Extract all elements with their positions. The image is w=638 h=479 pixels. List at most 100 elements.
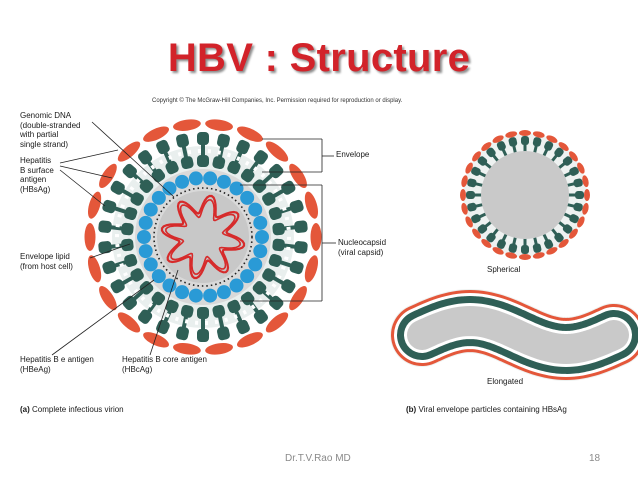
envelope-protein-head [102, 199, 117, 214]
envelope-protein-base [212, 156, 226, 170]
hbsag-surface-protein [143, 332, 169, 348]
envelope-protein [110, 180, 144, 206]
spherical-protein-head [569, 166, 579, 176]
envelope-protein-base [268, 206, 282, 221]
spherical-hbsag [461, 202, 468, 215]
envelope-protein-head [197, 329, 209, 342]
genomic-dna-strand-outer [160, 194, 246, 280]
footer-author: Dr.T.V.Rao MD [285, 453, 351, 464]
envelope-protein-stalk [181, 144, 189, 160]
envelope-protein-head [98, 220, 112, 233]
envelope-protein-head [197, 132, 209, 145]
hbcag-capsid-subunit [216, 174, 231, 189]
spherical-envelope-protein [505, 131, 518, 155]
hbsag-surface-protein [117, 312, 141, 333]
envelope-protein [122, 281, 154, 311]
label-hbeag: Hepatitis B e antigen (HBeAg) [20, 355, 94, 374]
elongated-interior [407, 305, 629, 365]
envelope-protein [212, 133, 230, 170]
envelope-protein-stalk [271, 275, 286, 286]
spherical-envelope-protein [461, 175, 485, 188]
hbcag-capsid-subunit [138, 215, 153, 230]
spherical-protein-head [508, 137, 518, 147]
envelope-protein [262, 180, 296, 206]
spherical-hbsag [569, 228, 578, 239]
envelope-protein [197, 307, 209, 342]
envelope-protein-head [102, 260, 117, 275]
hbcag-capsid-subunit [138, 244, 153, 259]
envelope-protein-base [180, 156, 194, 170]
envelope-protein [156, 139, 179, 175]
envelope-protein [110, 268, 144, 294]
hbsag-surface-protein [99, 285, 117, 311]
spherical-protein-stalk [523, 144, 527, 153]
envelope-protein-stalk [131, 289, 145, 302]
hbsag-surface-protein [265, 141, 289, 162]
envelope-protein [240, 150, 268, 183]
spherical-hbsag [582, 202, 589, 215]
spherical-envelope-protein [461, 202, 485, 215]
envelope-protein-stalk [146, 300, 158, 315]
hbeag-dots [153, 187, 253, 287]
envelope-protein [272, 220, 308, 236]
envelope-protein-base [240, 168, 255, 183]
envelope-protein-stalk [271, 188, 286, 199]
spherical-protein-head [486, 147, 496, 158]
envelope-protein-base [272, 222, 285, 236]
spherical-protein-head [477, 156, 488, 166]
envelope-protein-base [272, 238, 285, 252]
hbcag-capsid-subunit [162, 181, 177, 196]
spherical-protein-head [569, 214, 579, 224]
envelope-protein-head [217, 326, 230, 341]
envelope-protein [138, 150, 166, 183]
spherical-protein-head [496, 239, 506, 249]
hbsag-surface-protein [173, 343, 201, 355]
spherical-protein-head [573, 202, 583, 212]
spherical-interior [481, 151, 569, 239]
leader-hbcag [149, 269, 179, 356]
envelope-protein-head [289, 260, 304, 275]
slide-title: HBV : Structure [167, 36, 471, 80]
envelope-protein [197, 132, 209, 167]
complete-virion-illustration [84, 119, 322, 355]
hbsag-surface-protein [304, 255, 319, 283]
footer-page-number: 18 [589, 453, 601, 464]
leader-hbsag-3 [59, 169, 106, 207]
envelope-protein-base [151, 168, 166, 183]
envelope-protein-base [130, 268, 144, 282]
envelope-protein [272, 238, 308, 254]
spherical-hbsag [546, 135, 558, 143]
spherical-hbsag [492, 247, 504, 255]
spherical-protein-head [573, 178, 583, 188]
envelope-protein-base [268, 253, 282, 268]
hbsag-surface-protein [173, 119, 201, 131]
spherical-protein-head [544, 239, 554, 249]
spherical-envelope-protein [556, 220, 578, 239]
envelope-protein [240, 291, 268, 324]
spherical-protein-head [532, 243, 542, 253]
hbsag-surface-protein [265, 312, 289, 333]
spherical-hbsag [558, 142, 569, 151]
label-hbsag: Hepatitis B surface antigen (HBsAg) [20, 156, 54, 194]
spherical-hbsag [577, 216, 585, 228]
spherical-hbsag [519, 254, 531, 260]
envelope-protein [98, 220, 134, 236]
label-leader-lines [51, 121, 336, 356]
hbsag-surface-protein [304, 191, 319, 219]
envelope-protein-head [289, 199, 304, 214]
spherical-particle-illustration [460, 130, 590, 260]
envelope-protein-base [212, 304, 226, 318]
spherical-protein-head [467, 178, 477, 188]
spherical-hbsag [577, 162, 585, 174]
envelope-protein-stalk [261, 172, 275, 185]
spherical-protein-head [544, 141, 554, 151]
spherical-hbsag [461, 175, 468, 188]
envelope-protein-stalk [217, 314, 225, 330]
leader-hbeag [51, 279, 155, 356]
hbsag-surface-protein [289, 285, 307, 311]
label-envelope: Envelope [336, 150, 370, 159]
hbcag-capsid-subunit [253, 215, 268, 230]
envelope-protein-base [139, 179, 154, 193]
envelope-protein-base [139, 281, 154, 295]
hbcag-capsid-subunit [240, 269, 255, 284]
